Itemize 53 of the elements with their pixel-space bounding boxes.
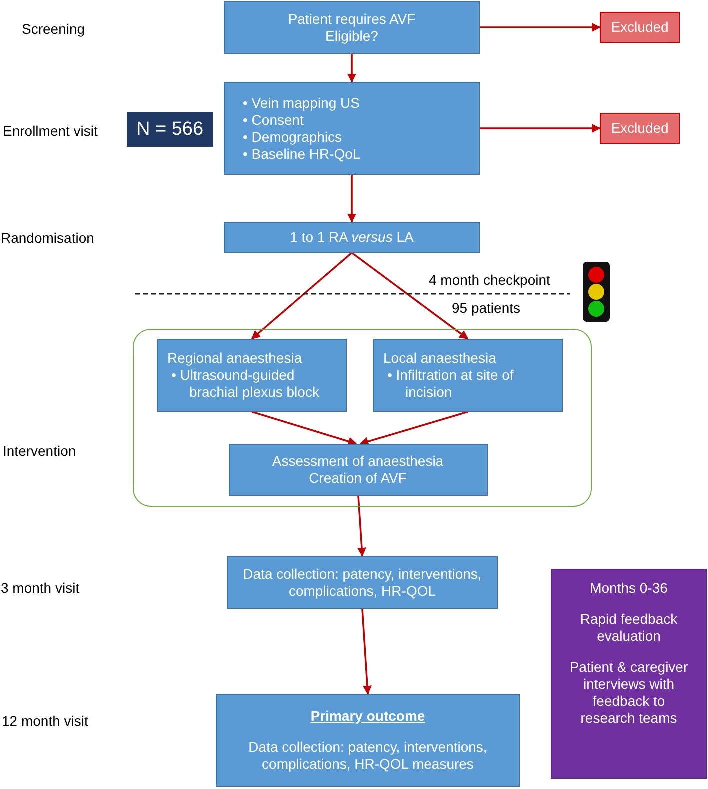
- box-text: Patient requires AVF: [287, 10, 417, 28]
- exclusion-box: [600, 12, 680, 43]
- stage-label: 12 month visit: [2, 713, 88, 729]
- box-text: Excluded: [611, 19, 669, 36]
- box-text: Excluded: [611, 120, 669, 137]
- process-box: [216, 694, 520, 787]
- arrow: [357, 496, 366, 557]
- process-box: [224, 82, 480, 175]
- box-text: Assessment of anaesthesia: [271, 452, 445, 470]
- arrow: [362, 608, 372, 695]
- heading-text: Primary outcome: [310, 708, 426, 725]
- bullet-item: • Demographics: [242, 128, 344, 146]
- bullet-item: • Consent: [242, 112, 305, 128]
- bullet-item: • Infiltration at site of incision: [386, 366, 515, 400]
- arrow: [351, 252, 469, 340]
- stage-label: 3 month visit: [1, 580, 80, 596]
- bullet-item: • Vein mapping US: [242, 94, 361, 112]
- box-text: 1 to 1 RA versus LA: [289, 229, 415, 246]
- arrow: [360, 411, 468, 446]
- stage-label: Intervention: [3, 443, 76, 459]
- stage-label: Enrollment visit: [3, 123, 98, 139]
- box-text: Months 0-36: [589, 580, 669, 597]
- process-box: [224, 1, 480, 54]
- note-panel: [551, 569, 707, 779]
- process-box: [224, 222, 480, 253]
- bullet-item: • Ultrasound-guided brachial plexus block: [170, 366, 320, 400]
- arrow: [252, 411, 358, 446]
- arrow: [348, 175, 356, 223]
- arrow: [348, 54, 356, 83]
- arrow: [480, 23, 601, 32]
- process-box: [156, 338, 346, 412]
- box-text: Patient & caregiver interviews with feedback to research teams: [568, 659, 690, 727]
- stage-label: Randomisation: [1, 230, 94, 246]
- checkpoint-note: 4 month checkpoint: [429, 272, 550, 288]
- box-text: N = 566: [136, 121, 204, 138]
- group-container: [133, 329, 592, 507]
- checkpoint-note: 95 patients: [452, 300, 520, 316]
- process-box: [228, 444, 488, 496]
- box-text: Regional anaesthesia: [168, 350, 304, 366]
- box-text: Data collection: patency, interventions, complications, HR-QOL measures: [248, 739, 488, 773]
- count-box: [127, 112, 213, 147]
- box-text: Rapid feedback evaluation: [579, 611, 679, 645]
- arrow: [480, 124, 601, 133]
- box-text: Creation of AVF: [308, 470, 408, 486]
- stage-label: Screening: [22, 21, 86, 37]
- box-text: Eligible?: [324, 28, 380, 44]
- arrow: [251, 252, 353, 340]
- process-box: [227, 556, 498, 609]
- exclusion-box: [600, 113, 680, 144]
- box-text: Data collection: patency, interventions, complications, HR-QOL: [242, 566, 483, 600]
- box-text: Local anaesthesia: [384, 350, 498, 366]
- bullet-item: • Baseline HR-QoL: [242, 146, 362, 162]
- process-box: [372, 338, 562, 412]
